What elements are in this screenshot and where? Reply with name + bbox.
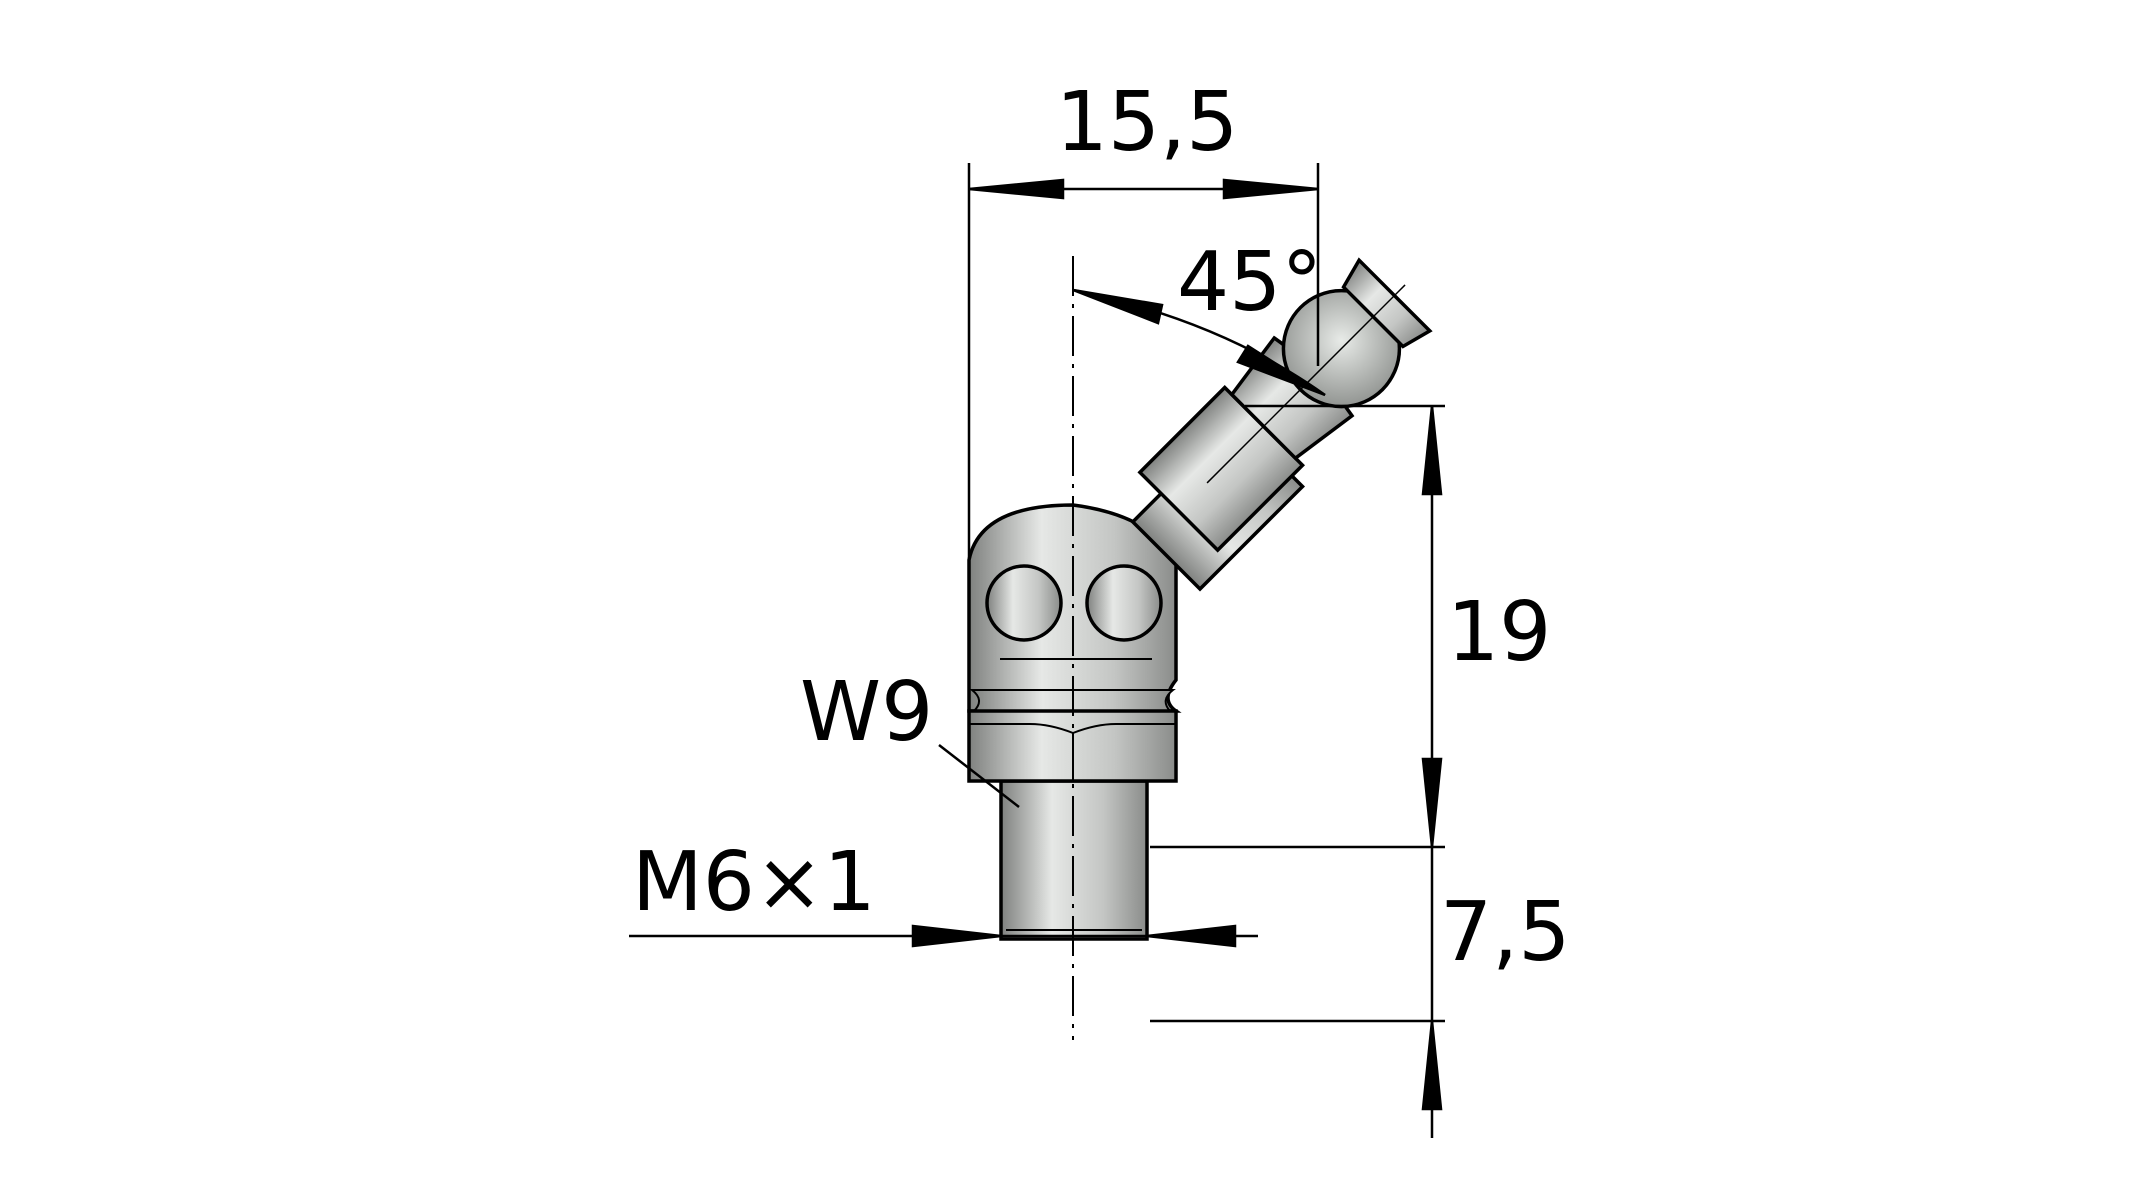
dimension-lines [629, 163, 1445, 1138]
angle-dimension: 45° [1177, 235, 1322, 330]
wrench-size-label: W9 [800, 665, 933, 760]
thread-dimension: M6×1 [632, 835, 876, 930]
hole-right [1085, 564, 1163, 642]
fitting-body [967, 257, 1433, 941]
thread-length-dimension: 7,5 [1440, 885, 1570, 980]
width-dimension: 15,5 [1056, 75, 1239, 170]
wrench-leader [938, 744, 1020, 808]
height-dimension: 19 [1447, 585, 1551, 680]
hole-left [985, 564, 1063, 642]
